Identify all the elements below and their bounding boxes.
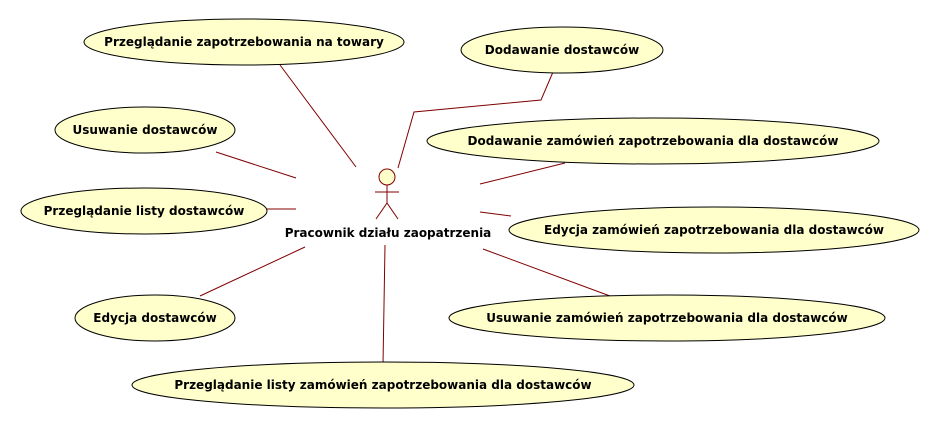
use-case-usuwanie-zamowien[interactable]: Usuwanie zamówień zapotrzebowania dla do… [448,294,886,342]
use-case-label: Usuwanie dostawców [73,123,218,137]
use-case-label: Edycja dostawców [93,311,216,325]
association-edycja-dostawcow [199,246,306,297]
use-case-edycja-zamowien[interactable]: Edycja zamówień zapotrzebowania dla dost… [508,206,920,254]
association-usuwanie-zamowien [482,248,611,297]
use-case-dodawanie-zamowien[interactable]: Dodawanie zamówień zapotrzebowania dla d… [426,117,880,165]
actor-name: Pracownik działu zaopatrzenia [285,226,492,240]
stick-figure-actor-icon [375,168,399,220]
association-dodawanie-dostawcow [397,71,554,169]
actor[interactable]: Pracownik działu zaopatrzenia [285,168,492,240]
associations [199,64,611,366]
use-case-label: Dodawanie zamówień zapotrzebowania dla d… [468,134,839,148]
use-case-usuwanie-dostawcow[interactable]: Usuwanie dostawców [54,106,236,154]
use-case-label: Przeglądanie listy dostawców [44,204,245,218]
association-usuwanie-dostawcow [215,151,297,179]
use-case-przegladanie-zapotrzebowania[interactable]: Przeglądanie zapotrzebowania na towary [83,18,405,66]
use-case-label: Dodawanie dostawców [485,43,639,57]
association-edycja-zamowien [479,211,512,217]
association-przegladanie-zapotrzebowania [279,64,357,168]
use-case-label: Przeglądanie listy zamówień zapotrzebowa… [174,378,591,392]
association-przegladanie-listy-zamowien [382,244,386,366]
use-case-edycja-dostawcow[interactable]: Edycja dostawców [74,294,236,342]
use-case-przegladanie-listy-dostawcow[interactable]: Przeglądanie listy dostawców [20,187,268,235]
association-dodawanie-zamowien [479,162,566,185]
use-case-przegladanie-listy-zamowien[interactable]: Przeglądanie listy zamówień zapotrzebowa… [131,361,635,409]
use-case-dodawanie-dostawcow[interactable]: Dodawanie dostawców [460,26,664,74]
use-case-label: Przeglądanie zapotrzebowania na towary [104,35,384,49]
use-case-label: Edycja zamówień zapotrzebowania dla dost… [544,223,884,237]
use-case-label: Usuwanie zamówień zapotrzebowania dla do… [486,311,847,325]
